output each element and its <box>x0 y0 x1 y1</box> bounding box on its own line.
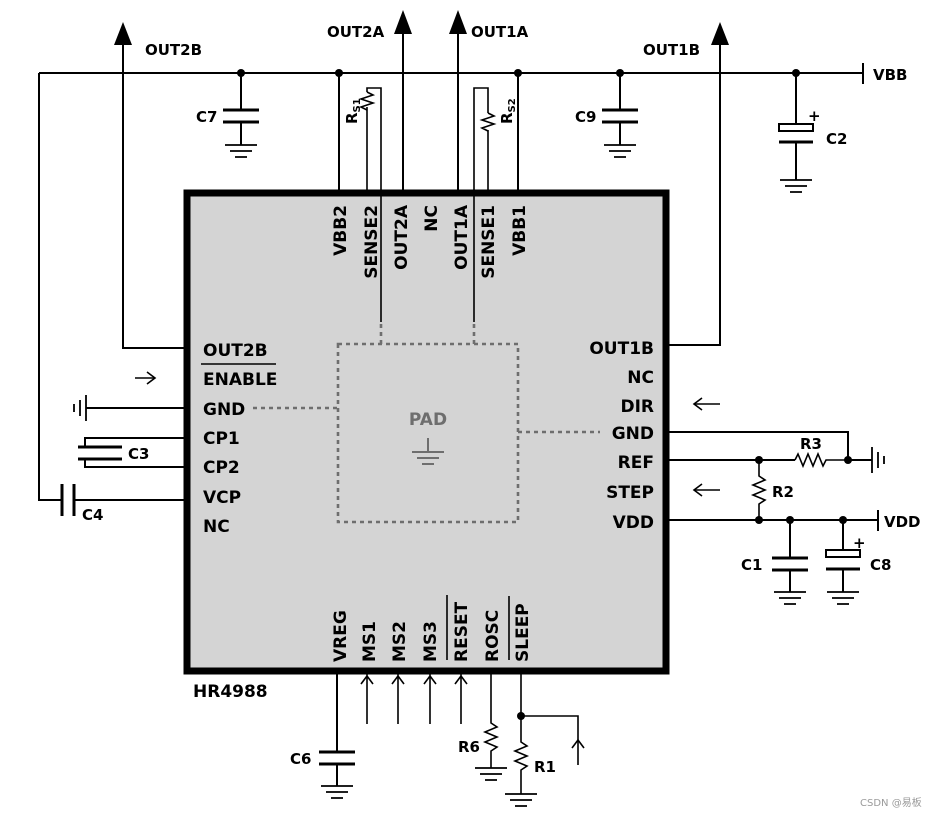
pin-out2a: OUT2A <box>392 204 412 270</box>
exposed-pad <box>336 342 520 524</box>
net-label-out1a: OUT1A <box>471 23 529 41</box>
pin-gnd-left: GND <box>203 400 245 420</box>
output-out2b <box>114 22 187 349</box>
resistor-r6 <box>475 671 507 781</box>
pin-cp1: CP1 <box>203 429 240 449</box>
capacitor-c2 <box>778 73 814 193</box>
polarity-c8: + <box>853 534 866 552</box>
pin-cp2: CP2 <box>203 458 240 478</box>
output-out1a <box>449 10 467 193</box>
pad-ground-icon <box>412 438 444 465</box>
pin-ms2: MS2 <box>390 621 410 662</box>
pin-vbb2: VBB2 <box>331 205 351 256</box>
label-c2: C2 <box>826 130 847 148</box>
enable-input <box>135 371 157 385</box>
label-rs2-main: R <box>498 112 516 124</box>
gnd-left-symbol <box>73 395 187 421</box>
step-input <box>692 483 720 497</box>
label-r1: R1 <box>534 758 556 776</box>
label-r2: R2 <box>772 483 794 501</box>
chip-name: HR4988 <box>193 682 268 702</box>
label-r6: R6 <box>458 738 480 756</box>
pin-ms1: MS1 <box>360 621 380 662</box>
label-rs2: RS2 <box>498 98 518 124</box>
pin-out2b: OUT2B <box>203 341 268 361</box>
label-r3: R3 <box>800 435 822 453</box>
net-label-out1b: OUT1B <box>643 41 700 59</box>
label-c7: C7 <box>196 108 217 126</box>
net-label-vdd: VDD <box>884 513 921 531</box>
capacitor-c6 <box>319 671 355 799</box>
net-label-out2a: OUT2A <box>327 23 385 41</box>
capacitor-c8 <box>825 520 861 605</box>
pin-dir: DIR <box>620 397 654 417</box>
capacitor-c4 <box>60 484 187 516</box>
pin-sense2: SENSE2 <box>362 205 382 279</box>
label-c4: C4 <box>82 506 103 524</box>
resistor-r2 <box>750 460 768 520</box>
label-rs1-sub: S1 <box>352 98 363 112</box>
pin-gnd-right: GND <box>612 424 654 444</box>
net-label-out2b: OUT2B <box>145 41 202 59</box>
pin-nc-left: NC <box>203 517 230 537</box>
label-c6: C6 <box>290 750 311 768</box>
pin-sense1: SENSE1 <box>479 205 499 279</box>
pin-step: STEP <box>606 483 654 503</box>
left-pin-labels: OUT2B ENABLE GND CP1 CP2 VCP NC <box>201 341 277 537</box>
watermark: CSDN @易板 <box>860 796 922 809</box>
label-c8: C8 <box>870 556 891 574</box>
output-out2a <box>394 10 412 193</box>
label-rs1: RS1 <box>343 98 363 124</box>
pin-reset: RESET <box>452 601 472 662</box>
pin-ref: REF <box>618 453 654 473</box>
ref-net <box>666 447 885 473</box>
polarity-c2: + <box>808 107 821 125</box>
label-rs1-main: R <box>343 112 361 124</box>
pin-vcp: VCP <box>203 488 241 508</box>
capacitor-c9 <box>602 73 638 158</box>
bottom-pin-labels: VREG MS1 MS2 MS3 RESET ROSC SLEEP <box>331 595 533 662</box>
pin-enable: ENABLE <box>203 370 277 390</box>
pin-vdd: VDD <box>613 513 654 533</box>
capacitor-c1 <box>772 520 808 605</box>
pad-connections <box>253 322 600 434</box>
resistor-rs2 <box>473 87 497 322</box>
label-c3: C3 <box>128 445 149 463</box>
pin-nc-right: NC <box>627 368 654 388</box>
label-c1: C1 <box>741 556 762 574</box>
resistor-rs1 <box>358 87 382 322</box>
chip-body <box>183 189 670 675</box>
pin-nc-top: NC <box>422 205 442 232</box>
dir-input <box>692 397 720 411</box>
pin-rosc: ROSC <box>483 610 503 662</box>
label-c9: C9 <box>575 108 596 126</box>
sleep-input <box>521 715 585 765</box>
pad-label: PAD <box>409 410 447 430</box>
right-pin-labels: OUT1B NC DIR GND REF STEP VDD <box>589 339 654 533</box>
label-rs2-sub: S2 <box>507 98 518 112</box>
pin-out1a: OUT1A <box>452 204 472 270</box>
pin-out1b: OUT1B <box>589 339 654 359</box>
pin-sleep: SLEEP <box>513 603 533 662</box>
net-label-vbb: VBB <box>873 66 907 84</box>
pin-vreg: VREG <box>331 610 351 662</box>
top-pin-labels: VBB2 SENSE2 OUT2A NC OUT1A SENSE1 VBB1 <box>331 204 530 279</box>
pin-ms3: MS3 <box>421 621 441 662</box>
vdd-rail <box>666 510 879 531</box>
output-out1b <box>666 22 729 346</box>
capacitor-c7 <box>223 73 259 158</box>
vbb-rail <box>38 63 864 501</box>
capacitor-c3 <box>78 437 187 468</box>
ms-reset-inputs <box>360 671 468 724</box>
gnd-right-net <box>666 431 849 460</box>
resistor-r1 <box>505 671 537 807</box>
resistor-r3 <box>794 451 848 469</box>
pin-vbb1: VBB1 <box>510 205 530 256</box>
